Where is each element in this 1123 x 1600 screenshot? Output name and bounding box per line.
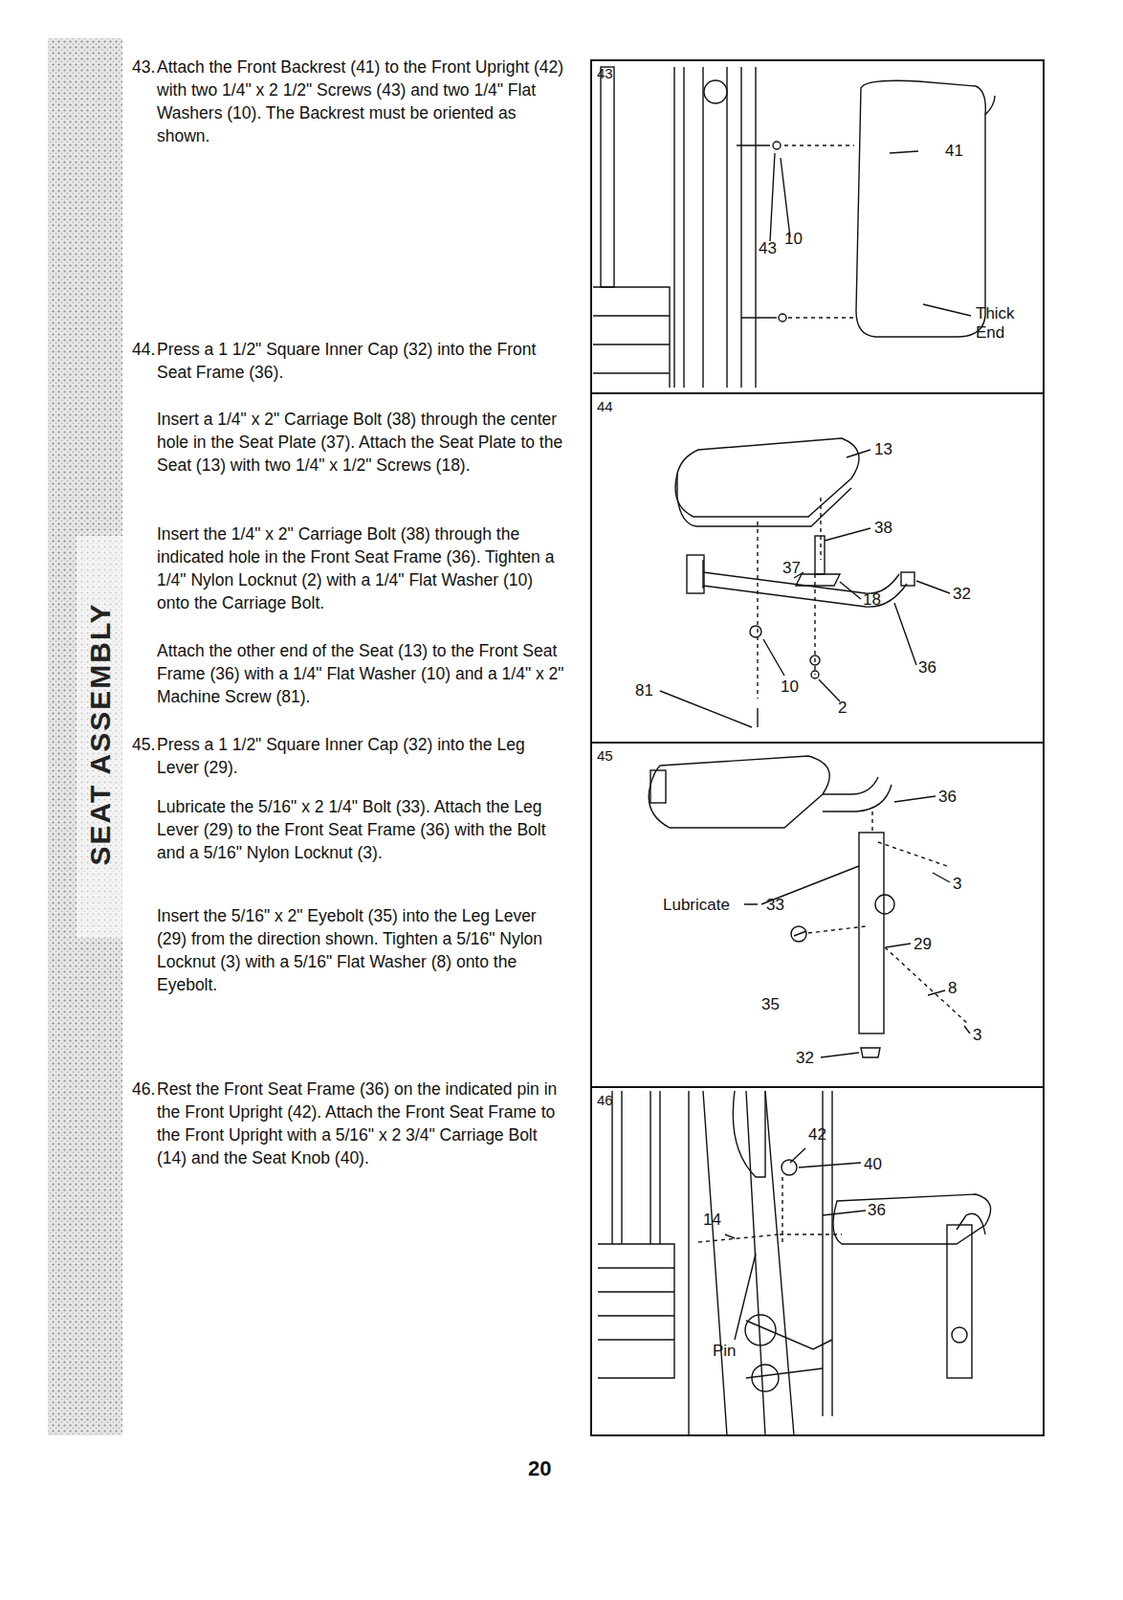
callout-number: 37 xyxy=(782,558,801,578)
callout-number: 13 xyxy=(874,440,893,460)
panel-number: 43 xyxy=(592,61,614,82)
callout-number: 35 xyxy=(761,994,780,1014)
callout-number: 40 xyxy=(863,1154,882,1174)
panel-46-art xyxy=(597,1090,991,1435)
callout-label: Thick End xyxy=(975,304,1024,343)
panel-44-art xyxy=(660,438,950,727)
callout-label: Lubricate xyxy=(662,895,730,915)
step-number: 44. xyxy=(132,337,155,361)
callout-number: 81 xyxy=(635,681,654,701)
callout-number: 3 xyxy=(972,1025,982,1045)
callout-number: 33 xyxy=(766,895,785,915)
instruction-text: Press a 1 1/2" Square Inner Cap (32) int… xyxy=(156,732,559,779)
callout-number: 18 xyxy=(862,590,881,610)
page-number: 20 xyxy=(528,1456,551,1480)
panel-43-art xyxy=(593,66,995,388)
callout-number: 32 xyxy=(952,584,971,604)
sidebar-title: SEAT ASSEMBLY xyxy=(83,571,118,897)
step-number: 43. xyxy=(132,55,155,79)
instruction-text: Insert the 5/16" x 2" Eyebolt (35) into … xyxy=(156,903,569,996)
callout-number: 14 xyxy=(703,1210,722,1230)
step-number: 46. xyxy=(132,1077,155,1101)
instruction-text: Lubricate the 5/16" x 2 1/4" Bolt (33). … xyxy=(156,794,569,864)
callout-label: Pin xyxy=(712,1341,737,1361)
instruction-text: Attach the other end of the Seat (13) to… xyxy=(156,638,569,708)
callout-number: 38 xyxy=(874,518,893,538)
callout-number: 42 xyxy=(808,1124,827,1145)
instruction-text: Rest the Front Seat Frame (36) on the in… xyxy=(156,1077,569,1169)
callout-number: 36 xyxy=(867,1200,886,1220)
callout-number: 32 xyxy=(795,1048,815,1068)
callout-number: 41 xyxy=(945,141,964,161)
step-panel: 44 xyxy=(590,392,1045,744)
instruction-text: Insert a 1/4" x 2" Carriage Bolt (38) th… xyxy=(156,407,569,477)
callout-number: 10 xyxy=(780,677,799,697)
instruction-text: Insert the 1/4" x 2" Carriage Bolt (38) … xyxy=(156,522,569,615)
callout-number: 29 xyxy=(913,934,932,954)
sidebar-band xyxy=(47,38,125,1435)
instruction-text: Attach the Front Backrest (41) to the Fr… xyxy=(156,55,569,148)
callout-number: 2 xyxy=(837,698,847,718)
panel-number: 45 xyxy=(592,743,614,764)
callout-number: 3 xyxy=(952,874,962,894)
callout-number: 36 xyxy=(918,658,937,678)
callout-number: 36 xyxy=(938,787,957,807)
panel-number: 46 xyxy=(592,1087,614,1108)
panel-45-art xyxy=(648,755,970,1057)
step-panel: 43 xyxy=(590,59,1045,395)
panel-number: 44 xyxy=(592,394,614,415)
step-number: 45. xyxy=(132,732,155,756)
callout-number: 10 xyxy=(784,229,803,249)
callout-number: 8 xyxy=(947,978,957,998)
instruction-text: Press a 1 1/2" Square Inner Cap (32) int… xyxy=(156,337,559,384)
callout-number: 43 xyxy=(758,239,777,259)
